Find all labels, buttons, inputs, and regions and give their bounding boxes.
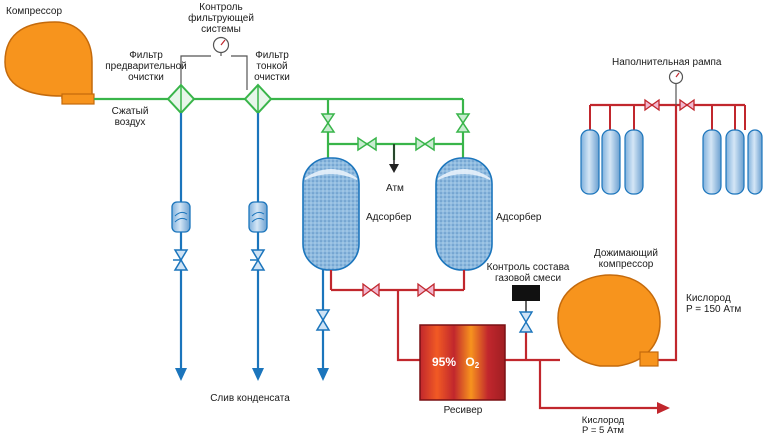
- fill-ramp: [589, 105, 746, 130]
- drain-lines: [179, 113, 325, 372]
- prefilter-icon: [166, 83, 196, 115]
- o2-symbol: O: [465, 355, 475, 369]
- o2-label: 95% O2: [432, 355, 479, 370]
- receiver-label: Ресивер: [443, 405, 483, 416]
- oxygen-cylinders: [580, 129, 763, 195]
- oxygen-high-label: Кислород P = 150 Атм: [686, 293, 742, 315]
- finefilter-icon: [243, 83, 273, 115]
- green-valves: [320, 113, 471, 152]
- pink-valves: [362, 98, 695, 298]
- adsorber-right-vessel: [435, 157, 493, 271]
- adsorber-right-label: Адсорбер: [496, 212, 542, 223]
- oxygen-low-label: Кислород P = 5 Атм: [581, 415, 625, 436]
- condensate-label: Слив конденсата: [210, 393, 290, 404]
- atm-label: Атм: [386, 183, 404, 194]
- finefilter-label: Фильтр тонкой очистки: [254, 50, 290, 83]
- oxygen-lines: [329, 103, 745, 410]
- compressed-air-label: Сжатый воздух: [111, 106, 149, 128]
- control-gauge: [212, 36, 230, 54]
- drain-arrows: [175, 368, 329, 381]
- adsorber-left-label: Адсорбер: [366, 212, 412, 223]
- fill-ramp-gauge: [668, 69, 684, 105]
- fill-ramp-label: Наполнительная рампа: [612, 57, 722, 68]
- control-filter-label: Контроль фильтрующей системы: [188, 2, 254, 35]
- compressor: [4, 21, 95, 105]
- separator-left: [171, 201, 191, 233]
- o2-subscript: 2: [474, 361, 480, 370]
- compressor-label: Компрессор: [6, 6, 63, 17]
- prefilter-label: Фильтр предварительной очистки: [105, 50, 187, 83]
- drain-valve-right: [315, 309, 331, 331]
- gas-control-label: Контроль состава газовой смеси: [486, 262, 570, 284]
- adsorber-left-vessel: [302, 157, 360, 271]
- drain-valve-left: [173, 249, 189, 271]
- drain-valve-middle: [250, 249, 266, 271]
- oxygen-low-arrow: [657, 402, 670, 414]
- separator-right: [248, 201, 268, 233]
- booster-label: Дожимающий компрессор: [594, 248, 658, 270]
- gas-control-sensor: [512, 285, 540, 333]
- atm-vent-arrow: [389, 144, 399, 173]
- booster-compressor: [557, 274, 661, 367]
- o2-percent: 95%: [432, 355, 457, 369]
- receiver-vessel: [419, 324, 506, 401]
